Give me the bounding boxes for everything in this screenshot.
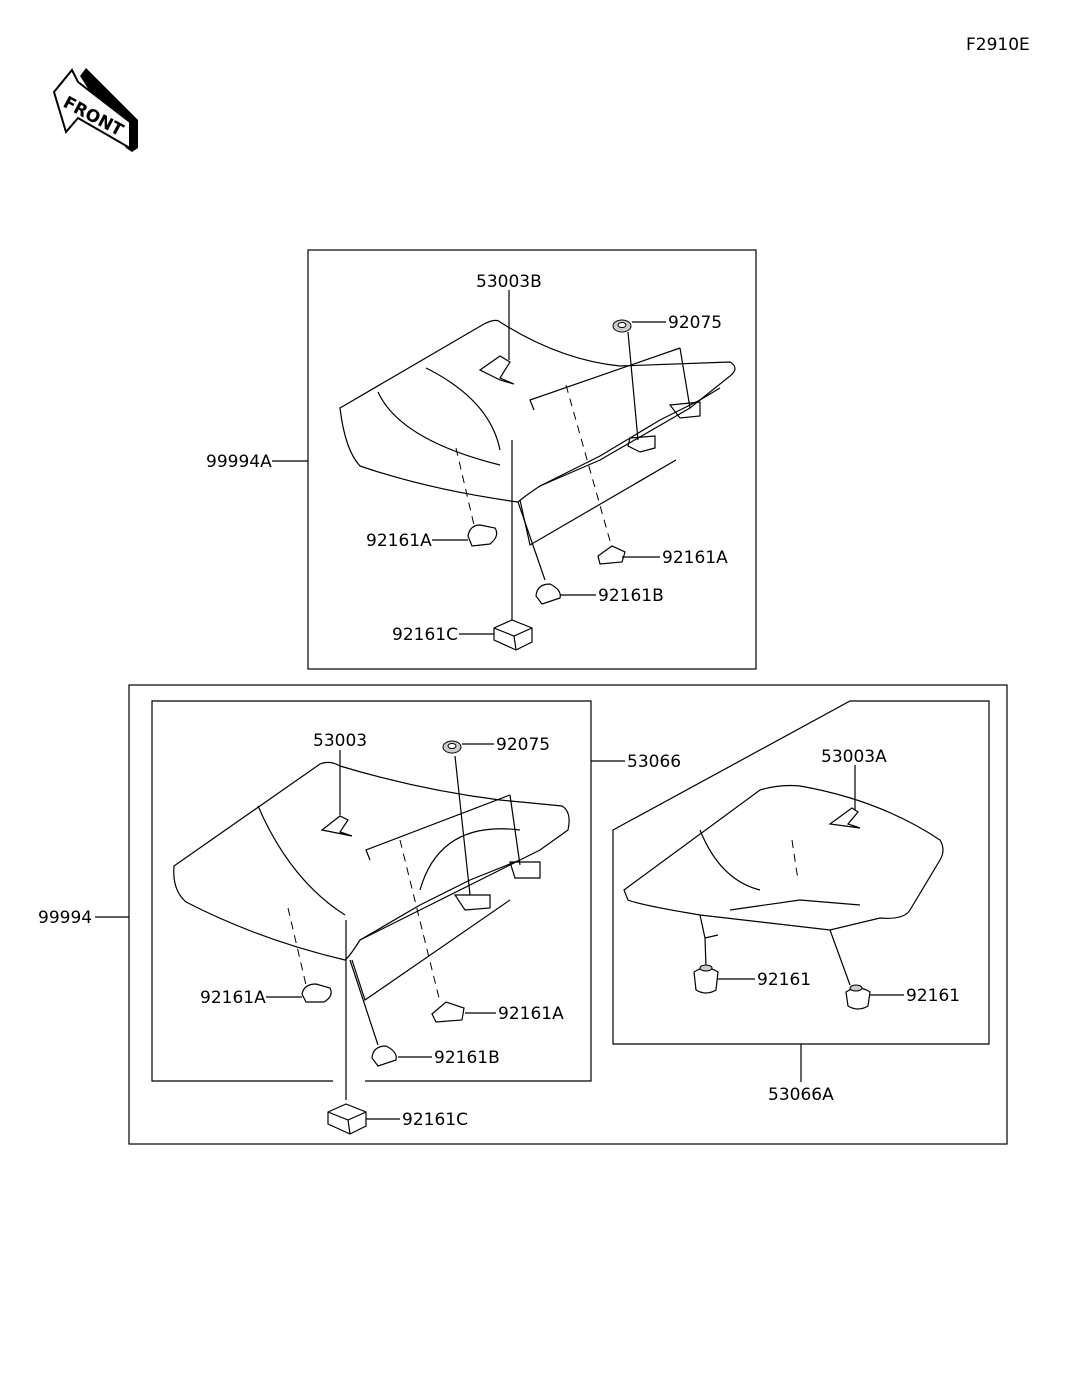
rear-seat-frame [612,700,990,1045]
assembly-a-frame [307,249,757,670]
assembly-a-label: 99994A [206,452,272,472]
part-92161-right-label: 92161 [906,986,960,1006]
damper-b-b-icon [371,1045,397,1067]
front-seat-label: 53066 [627,752,681,772]
damper-b-left-icon [301,983,332,1003]
part-92161A-left-label: 92161A [366,531,432,551]
front-seat-frame [151,700,592,1082]
seat-b-rear-drawing [623,765,944,986]
damper-a-b-icon [535,583,561,605]
figure-code: F2910E [966,35,1030,55]
part-92161A-right-label: 92161A [662,548,728,568]
damper-a-left-icon [467,524,498,547]
damper-rear-left-icon [693,964,719,994]
assembly-b-label: 99994 [38,908,92,928]
part-53003B-label: 53003B [476,272,542,292]
assembly-b-frame [128,684,1008,1145]
seat-b-front-drawing [173,750,570,1100]
part-92161A-b-left-label: 92161A [200,988,266,1008]
damper-rear-right-icon [845,984,871,1010]
part-92075-label: 92075 [668,313,722,333]
damper-a-c-icon [493,619,533,651]
part-92161A-b-right-label: 92161A [498,1004,564,1024]
damper-b-c-icon [327,1103,367,1135]
front-arrow-icon: FRONT [52,68,138,152]
part-92161C-b-label: 92161C [402,1110,468,1130]
part-92161B-label: 92161B [598,586,664,606]
grommet-b-icon [442,740,462,754]
part-92075-b-label: 92075 [496,735,550,755]
damper-a-right-icon [597,545,626,565]
part-92161C-label: 92161C [392,625,458,645]
rear-seat-label: 53066A [768,1085,834,1105]
part-53003-label: 53003 [313,731,367,751]
grommet-a-icon [612,319,632,333]
damper-b-right-icon [431,1001,465,1023]
part-92161B-b-label: 92161B [434,1048,500,1068]
seat-a-drawing [339,290,736,620]
part-53003A-label: 53003A [821,747,887,767]
part-92161-left-label: 92161 [757,970,811,990]
